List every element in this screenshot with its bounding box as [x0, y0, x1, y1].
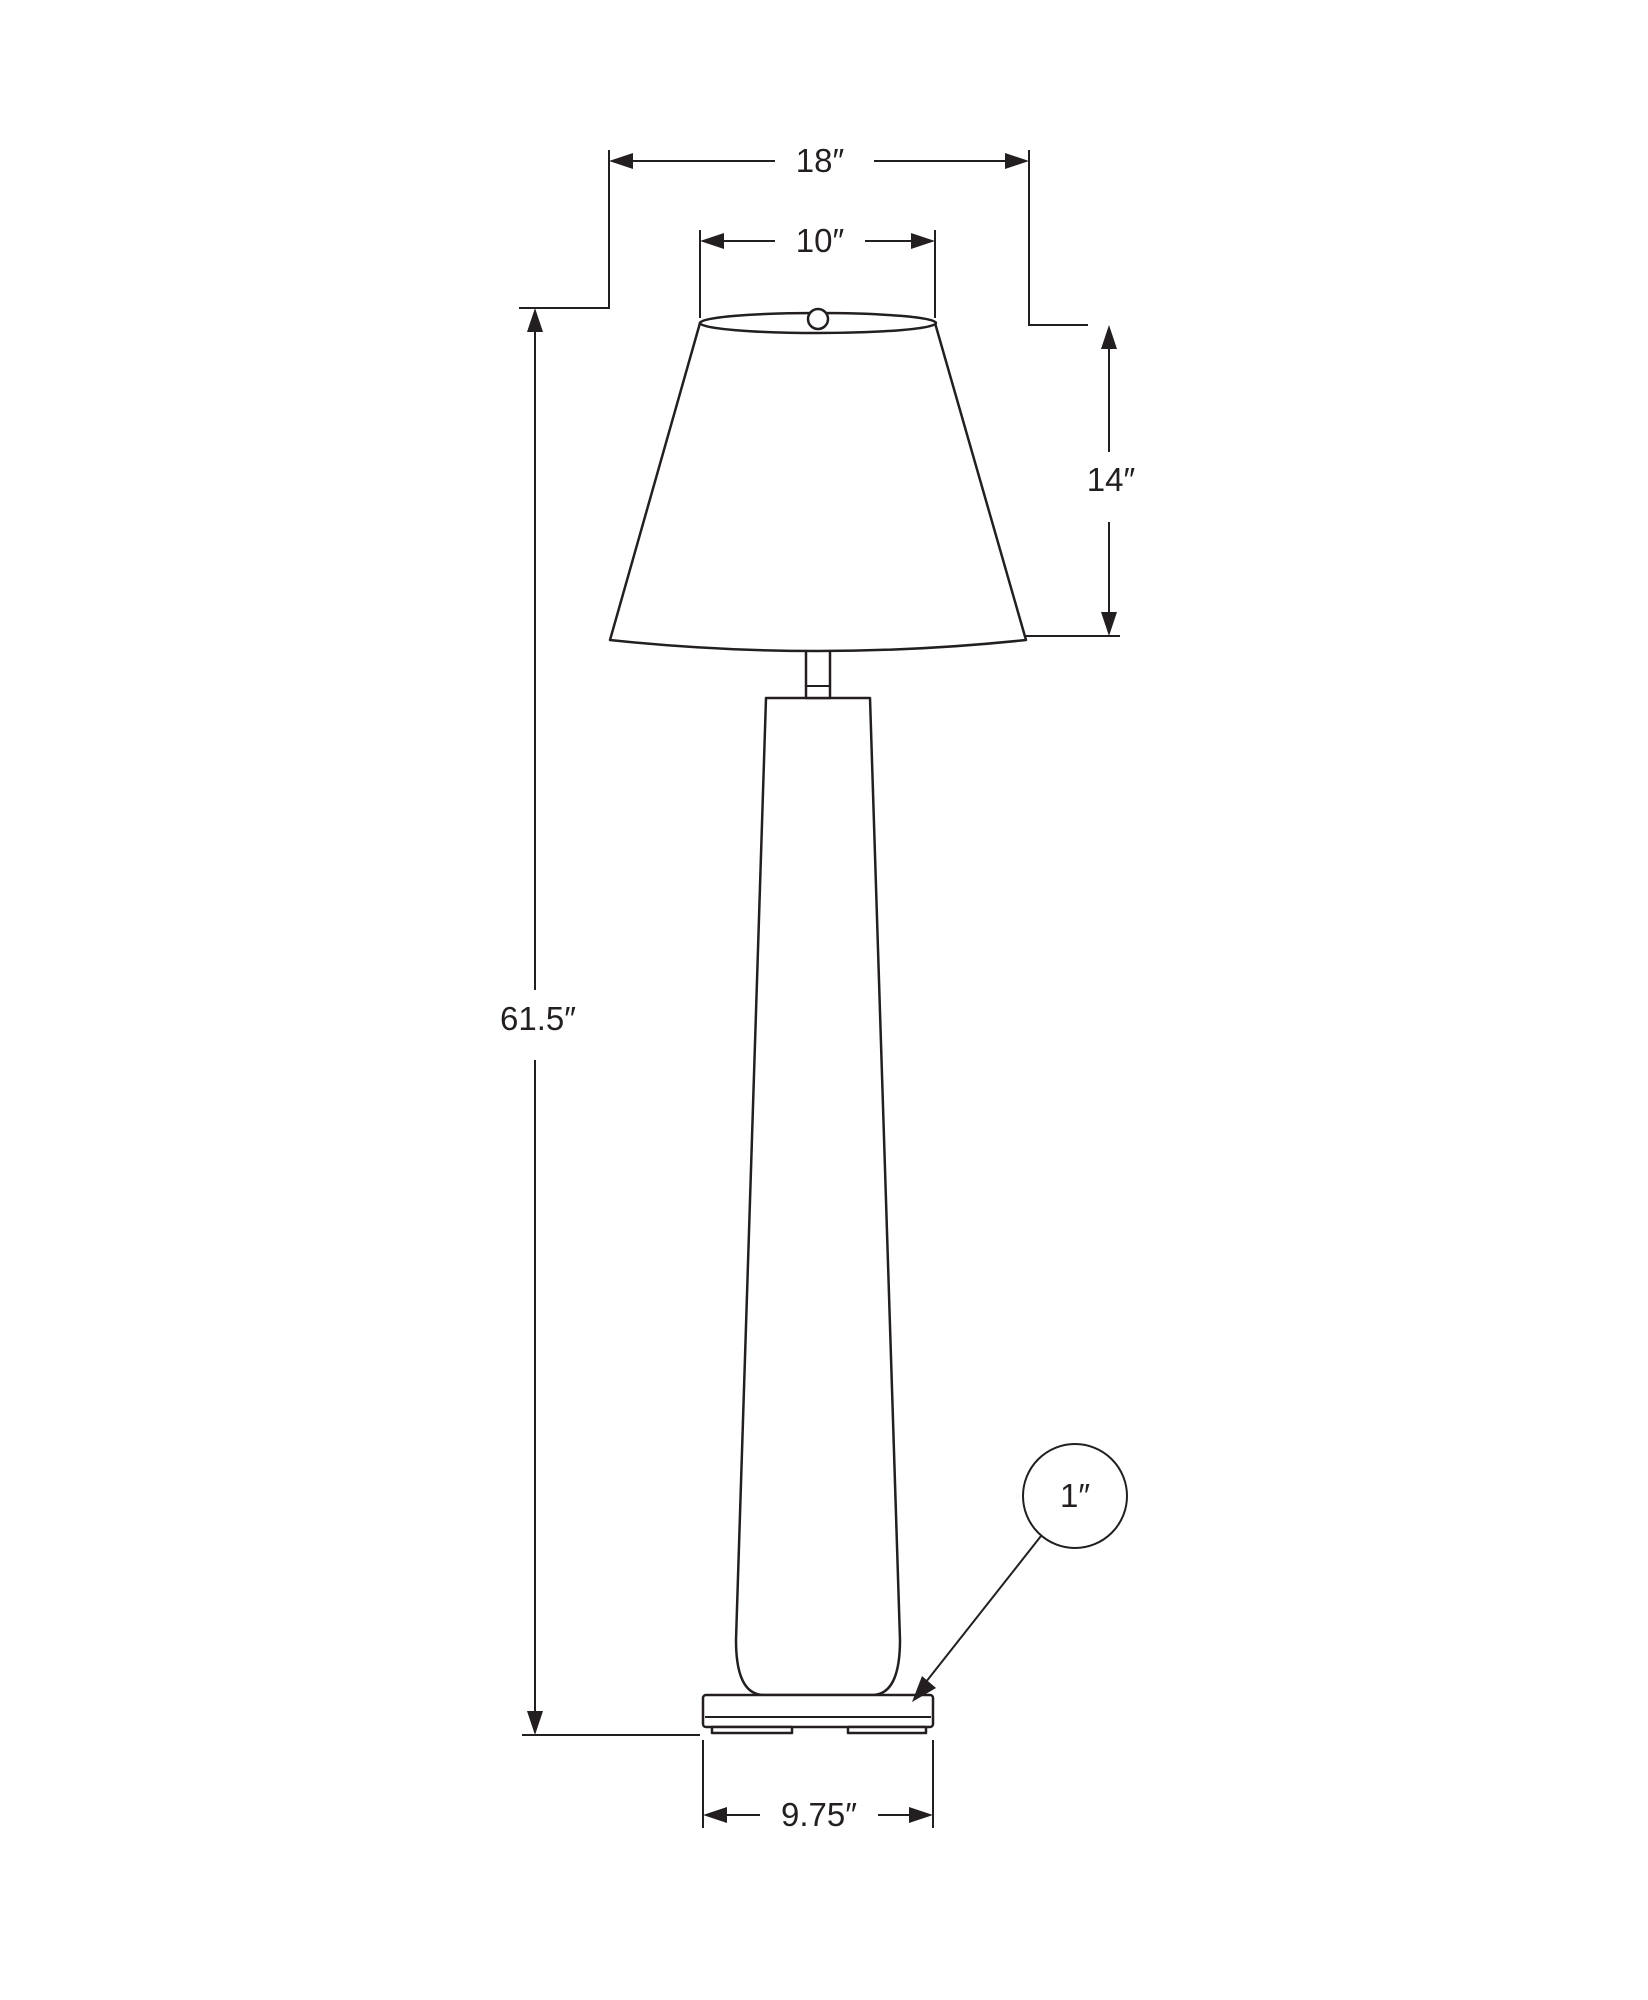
dimension-shade-bottom-width: 18″ [519, 142, 1088, 326]
shade-bottom-width-label: 18″ [796, 142, 845, 179]
base-thickness-label: 1″ [1060, 1477, 1090, 1514]
shade-height-label: 14″ [1087, 461, 1136, 498]
lamp-body [734, 696, 902, 1697]
lamp-drawing [608, 307, 1028, 1735]
lamp-base [701, 1693, 935, 1729]
lamp-neck [804, 648, 832, 700]
dimension-total-height: 61.5″ [500, 308, 700, 1736]
dimension-base-thickness: 1″ [912, 1443, 1128, 1702]
shade-top-width-label: 10″ [796, 222, 845, 259]
finial [806, 307, 830, 331]
base-width-label: 9.75″ [781, 1796, 857, 1833]
callout-circle [1022, 1443, 1128, 1549]
total-height-label: 61.5″ [500, 1000, 576, 1037]
base-feet [710, 1725, 928, 1735]
dimension-shade-height: 14″ [1026, 325, 1136, 637]
lamp-shade [608, 321, 1028, 653]
dimension-base-width: 9.75″ [702, 1740, 934, 1833]
dimension-shade-top-width: 10″ [699, 222, 936, 318]
